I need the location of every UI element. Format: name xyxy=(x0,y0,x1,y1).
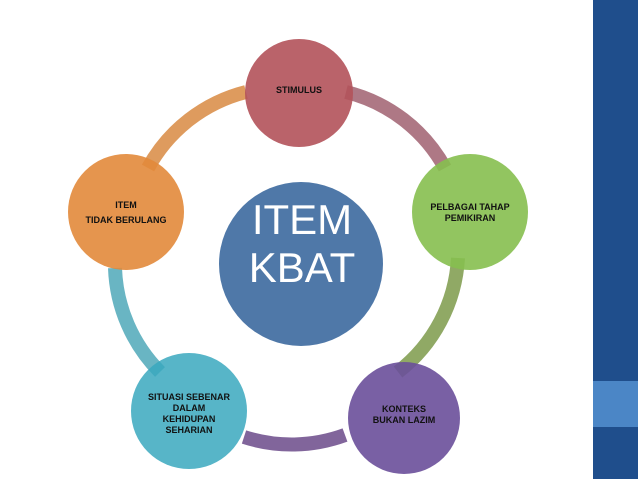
center-line-2: KBAT xyxy=(248,244,356,291)
center-title: ITEM KBAT xyxy=(219,196,385,292)
node-item xyxy=(68,154,184,270)
label-konteks: KONTEKS BUKAN LAZIM xyxy=(349,404,459,426)
sidebar-accent xyxy=(593,381,638,427)
arc-konteks-situasi xyxy=(241,428,348,452)
arc-situasi-item xyxy=(108,267,166,377)
label-situasi-line-1: SITUASI SEBENAR xyxy=(147,392,230,402)
label-konteks-line-1: KONTEKS xyxy=(381,404,426,414)
label-situasi-line-4: SEHARIAN xyxy=(165,425,213,435)
arc-stimulus-pemikiran xyxy=(344,85,452,172)
node-stimulus xyxy=(245,39,353,147)
label-situasi: SITUASI SEBENAR DALAM KEHIDUPAN SEHARIAN xyxy=(136,392,242,436)
center-circle xyxy=(219,182,383,346)
label-konteks-line-2: BUKAN LAZIM xyxy=(372,415,436,425)
label-item-line-2: TIDAK BERULANG xyxy=(85,215,167,225)
label-stimulus: STIMULUS xyxy=(259,85,339,96)
label-pemikiran-line-1: PELBAGAI TAHAP xyxy=(430,202,510,212)
center-line-1: ITEM xyxy=(251,196,353,243)
label-situasi-line-3: KEHIDUPAN xyxy=(162,414,216,424)
label-item: ITEM TIDAK BERULANG xyxy=(76,198,176,228)
label-pemikiran: PELBAGAI TAHAP PEMIKIRAN xyxy=(420,202,520,224)
label-stimulus-line-1: STIMULUS xyxy=(276,85,322,95)
arc-pemikiran-konteks xyxy=(393,257,465,378)
label-pemikiran-line-2: PEMIKIRAN xyxy=(444,213,496,223)
label-situasi-line-2: DALAM xyxy=(172,403,206,413)
node-pemikiran xyxy=(412,154,528,270)
node-konteks xyxy=(348,362,460,474)
label-item-line-1: ITEM xyxy=(115,200,137,210)
arc-item-stimulus xyxy=(141,85,248,172)
node-situasi xyxy=(131,353,247,469)
